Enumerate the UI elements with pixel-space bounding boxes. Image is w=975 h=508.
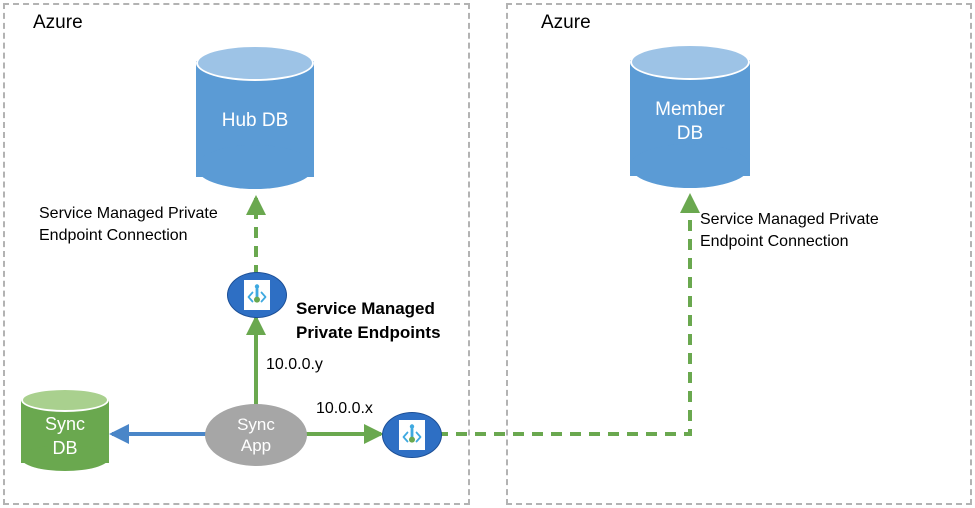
- sync-app-label: Sync App: [237, 414, 275, 456]
- sync-db-top: [21, 388, 109, 412]
- annotation-hub-connection: Service Managed Private Endpoint Connect…: [39, 205, 218, 244]
- zone-right-label: Azure: [541, 12, 591, 33]
- ip-label-hub-path: 10.0.0.y: [266, 356, 323, 373]
- zone-left-label: Azure: [33, 12, 83, 33]
- private-endpoint-icon: [247, 284, 267, 303]
- sync-app-label-line1: Sync: [237, 415, 275, 434]
- hub-db-bottom: [196, 145, 314, 189]
- node-sync-app[interactable]: Sync App: [205, 404, 307, 466]
- endpoint-hub-glyph-box: [244, 280, 270, 310]
- sync-db-bottom: [21, 445, 109, 471]
- node-member-db[interactable]: Member DB: [630, 44, 750, 192]
- member-db-top: [630, 44, 750, 80]
- private-endpoint-icon: [402, 424, 422, 443]
- ip-label-member-path: 10.0.0.x: [316, 400, 373, 417]
- endpoint-member-glyph-box: [399, 420, 425, 450]
- annotation-endpoints-title: Service Managed Private Endpoints: [296, 299, 441, 342]
- node-hub-db[interactable]: Hub DB: [196, 45, 314, 193]
- sync-app-label-line2: App: [240, 436, 272, 455]
- node-endpoint-hub[interactable]: [227, 272, 287, 318]
- member-db-bottom: [630, 144, 750, 188]
- hub-db-top: [196, 45, 314, 81]
- node-endpoint-member[interactable]: [382, 412, 442, 458]
- node-sync-db[interactable]: Sync DB: [21, 388, 109, 474]
- annotation-member-connection: Service Managed Private Endpoint Connect…: [700, 211, 879, 250]
